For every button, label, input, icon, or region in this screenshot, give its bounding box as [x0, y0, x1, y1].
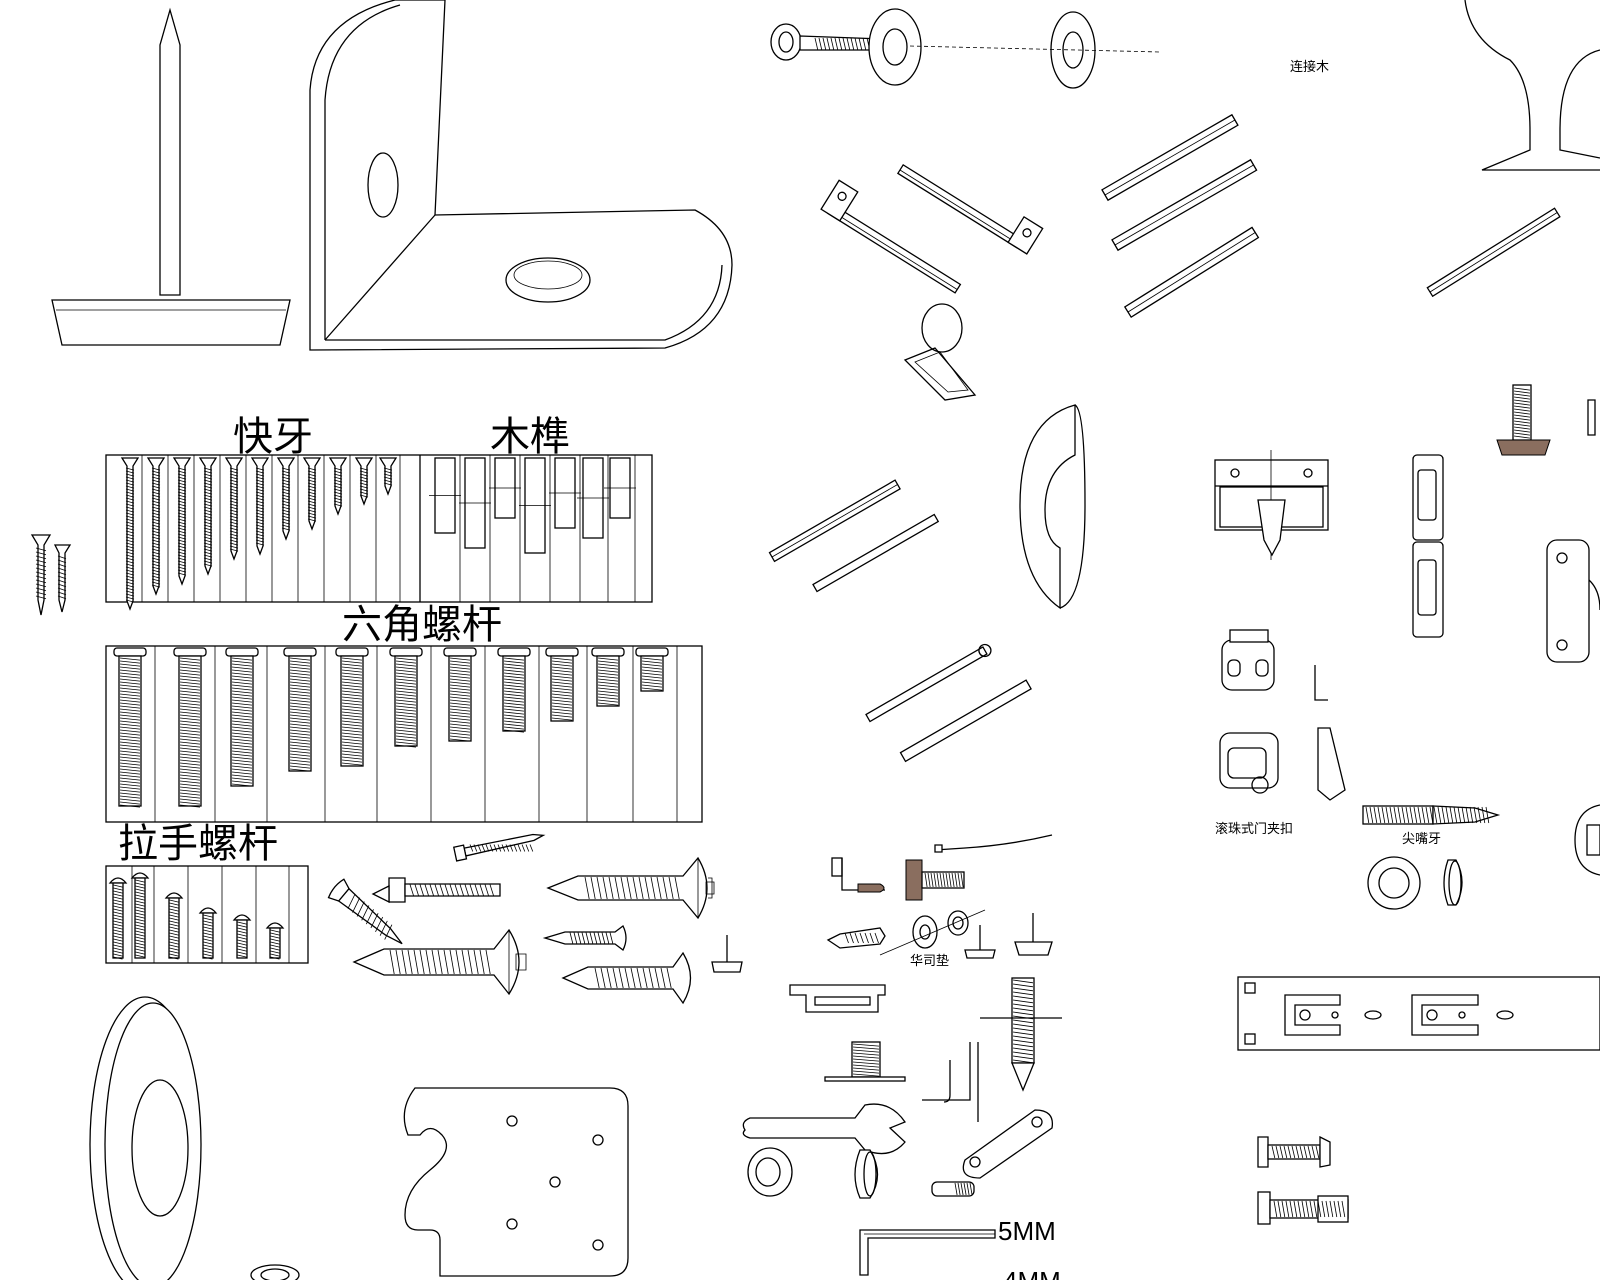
long-hinge-plate-icon — [1237, 976, 1600, 1051]
label-wood-tenon: 木榫 — [490, 414, 570, 460]
label-door-catch: 滚珠式门夹扣 — [1215, 821, 1293, 837]
small-glide-icon — [711, 935, 743, 973]
tack-glides-icon — [964, 913, 1053, 959]
spring-clip-icon — [934, 834, 1053, 853]
l-bracket-icon — [309, 0, 733, 351]
link-plate-icon — [962, 1109, 1054, 1179]
label-connect-wood: 连接木 — [1290, 59, 1329, 75]
label-handle-bolt: 拉手螺杆 — [118, 821, 278, 867]
loose-screws-icon — [30, 534, 72, 616]
small-nut-icon — [250, 1264, 300, 1280]
cam-lock-icon — [1574, 804, 1600, 876]
bumper-screw-icon — [905, 859, 965, 901]
threaded-insert-icon — [824, 1041, 906, 1082]
hinge-section-icon — [1214, 450, 1329, 560]
label-hex-key-5mm: 5MM — [998, 1216, 1056, 1246]
door-catch-icon — [1219, 629, 1346, 801]
wood-screws-icon — [327, 833, 715, 1005]
label-hex-bolt: 六角螺杆 — [342, 602, 502, 648]
pointed-thread-icon — [1362, 805, 1501, 825]
catch-strike-icon — [789, 984, 886, 1013]
rubber-foot-icon — [1496, 384, 1596, 456]
hex-bolt-chart — [105, 645, 703, 823]
leg-profile-icon — [1464, 0, 1600, 171]
ring-pull-icon — [903, 303, 977, 401]
round-knob-icon — [1367, 856, 1463, 910]
bed-rail-bracket-icon — [403, 1087, 629, 1277]
connector-bolt-washer-icon — [770, 8, 1161, 89]
c-washer-icon — [1019, 404, 1086, 610]
hinge-plate-icon — [1546, 539, 1600, 663]
dowel-pin-icon — [931, 1181, 975, 1197]
label-flat-washer: 华司垫 — [910, 953, 949, 969]
l-clip-icon — [922, 1042, 979, 1122]
flat-washer-icon — [879, 909, 986, 956]
label-quick-thread: 快牙 — [233, 414, 313, 460]
label-pointed-thread: 尖嘴牙 — [1402, 832, 1441, 847]
nail-glide-icon — [51, 7, 291, 346]
large-washer-icon — [89, 996, 202, 1280]
label-hex-key-4mm: 4MM — [1003, 1266, 1061, 1280]
spanner-icon — [742, 1103, 906, 1155]
cabinet-clip-icon — [1412, 454, 1444, 638]
machine-screws-icon — [1257, 1135, 1349, 1225]
quick-thread-screw-chart — [105, 454, 653, 611]
lag-screw-icon — [980, 977, 1062, 1092]
mushroom-knob-icon — [747, 1147, 879, 1199]
drawer-slide-icon — [768, 113, 1561, 763]
shelf-support-icon — [831, 857, 885, 893]
wall-anchor-icon — [826, 927, 886, 949]
handle-bolt-chart — [105, 865, 309, 964]
allen-key-icon — [859, 1229, 996, 1276]
